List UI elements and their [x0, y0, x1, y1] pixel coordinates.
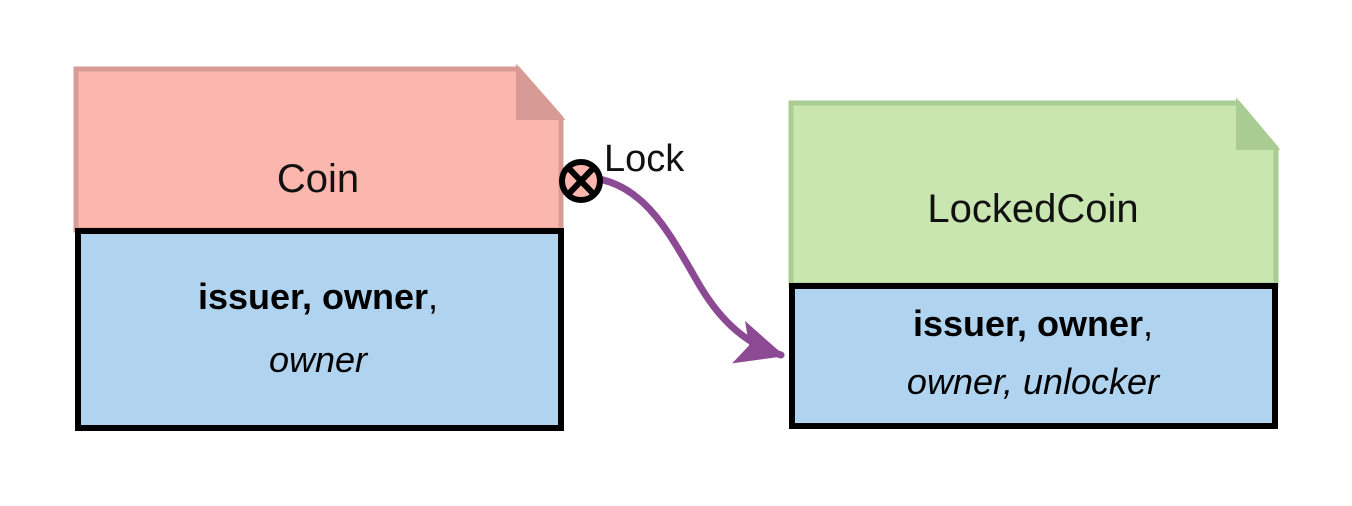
coin-attributes-line-1: issuer, owner, [198, 276, 438, 317]
lockedcoin-title: LockedCoin [927, 187, 1138, 231]
lockedcoin-body [789, 283, 1278, 429]
circled-x-icon [559, 159, 603, 203]
lockedcoin-header-shape [788, 100, 1279, 288]
lock-edge-line [562, 173, 785, 364]
lockedcoin-attributes-comma: , [1143, 303, 1153, 344]
lockedcoin-fold-edge [1236, 97, 1281, 150]
lockedcoin-attributes-line-2: owner, unlocker [907, 361, 1161, 402]
coin-header-shape [73, 66, 564, 233]
lockedcoin-attributes-bold: issuer, owner [913, 303, 1143, 344]
lock-edge-label: Lock [604, 138, 685, 180]
coin-body [75, 228, 564, 431]
coin-attributes-comma: , [428, 276, 438, 317]
lock-edge[interactable]: Lock [559, 138, 785, 364]
coin-fold-edge [516, 63, 566, 120]
coin-attributes-line-2: owner [269, 339, 369, 380]
lockedcoin-attributes-line-1: issuer, owner, [913, 303, 1153, 344]
coin-title: Coin [277, 157, 359, 201]
coin-attributes-bold: issuer, owner [198, 276, 428, 317]
coin-node[interactable]: Coin issuer, owner, owner [73, 63, 566, 431]
lockedcoin-node[interactable]: LockedCoin issuer, owner, owner, unlocke… [788, 97, 1281, 429]
